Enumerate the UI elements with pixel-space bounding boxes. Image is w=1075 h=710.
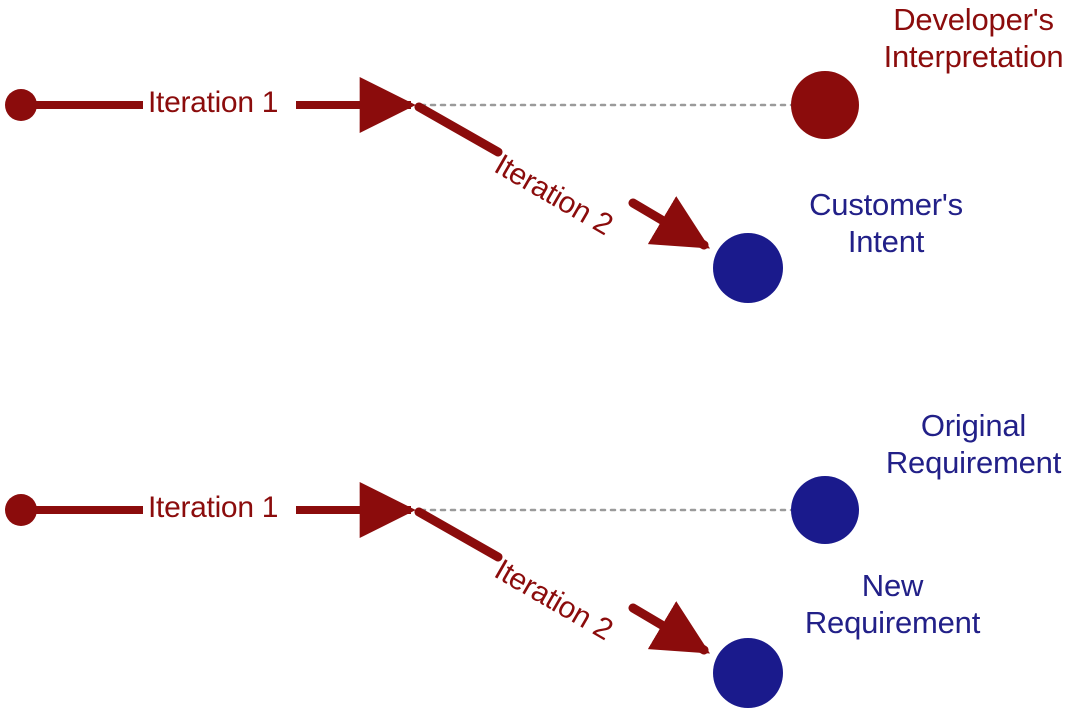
bottom-iteration-1-label: Iteration 1 — [148, 491, 279, 524]
bottom-iteration-2-line-lower — [628, 601, 711, 655]
bottom-start-dot — [5, 494, 37, 526]
top-iteration-2-line-upper — [414, 102, 503, 157]
new-requirement-dot — [713, 638, 783, 708]
top-diagram-group — [5, 71, 859, 303]
top-iteration-2-line-lower — [628, 196, 711, 250]
top-iteration-1-label: Iteration 1 — [148, 86, 279, 119]
customers-intent-label: Customer's Intent — [809, 187, 963, 259]
original-requirement-label: Original Requirement — [885, 408, 1062, 480]
bottom-diagram-group — [5, 476, 859, 708]
bottom-iteration-2-line-upper — [414, 507, 503, 562]
original-requirement-dot — [791, 476, 859, 544]
developers-interpretation-dot — [791, 71, 859, 139]
top-start-dot — [5, 89, 37, 121]
new-requirement-label: New Requirement — [804, 568, 981, 640]
customers-intent-dot — [713, 233, 783, 303]
developers-interpretation-label: Developer's Interpretation — [883, 2, 1064, 74]
